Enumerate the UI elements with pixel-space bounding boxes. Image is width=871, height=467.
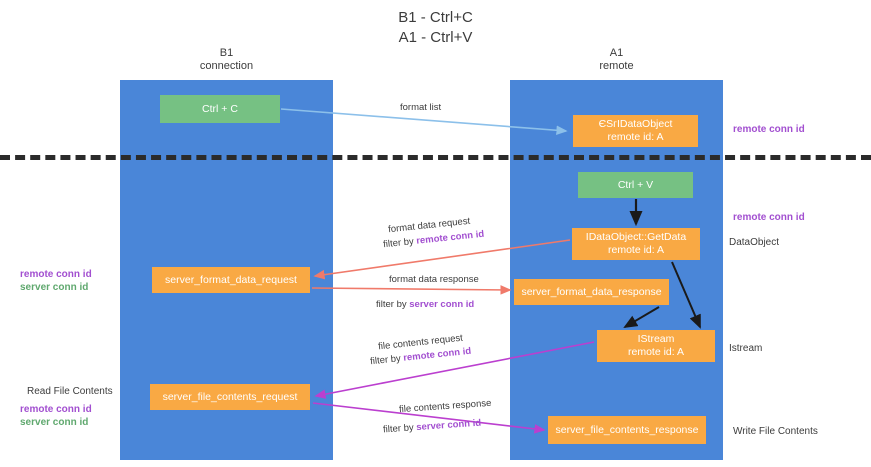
annotation-right-write-file-contents: Write File Contents: [733, 426, 818, 437]
edge-label-format-data-response: format data response: [389, 274, 479, 285]
node-idataobject-getdata[interactable]: IDataObject::GetData remote id: A: [572, 228, 700, 260]
node-fmt-req-label: server_format_data_request: [165, 273, 297, 286]
annotation-right-istream: Istream: [729, 343, 763, 354]
node-file-req-label: server_file_contents_request: [162, 390, 298, 403]
annotation-left-conn-ids: remote conn id server conn id: [20, 268, 92, 294]
annotation-right-remote-conn-id-mid: remote conn id: [733, 212, 805, 223]
annotation-left-server-conn-id-2: server conn id: [20, 417, 89, 428]
node-getdata-label: IDataObject::GetData: [585, 231, 687, 243]
edge-label-format-data-response-filter: filter by server conn id: [376, 298, 474, 311]
lane-header-left-name: B1: [219, 47, 234, 59]
annotation-left-read-file-contents: Read File Contents: [27, 386, 113, 397]
node-server-file-contents-response[interactable]: server_file_contents_response: [548, 416, 706, 444]
edge-label-format-list: format list: [400, 102, 442, 113]
node-istream[interactable]: IStream remote id: A: [597, 330, 715, 362]
node-getdata-sub: remote id: A: [607, 244, 665, 256]
filter-prefix: filter by: [382, 235, 417, 251]
title-line-1: B1 - Ctrl+C: [398, 9, 473, 26]
filter-key-server-conn-id: server conn id: [409, 299, 475, 310]
node-file-resp-label: server_file_contents_response: [555, 423, 699, 436]
node-ctrl-c-label: Ctrl + C: [202, 102, 238, 115]
edge-label-file-contents-response-filter: filter by server conn id: [383, 417, 482, 437]
annotation-right-dataobject: DataObject: [729, 237, 780, 248]
node-idataobject-sub: remote id: A: [607, 131, 664, 143]
annotation-left-remote-conn-id: remote conn id: [20, 269, 92, 280]
filter-prefix: filter by: [369, 352, 404, 368]
node-ctrl-v[interactable]: Ctrl + V: [578, 172, 693, 198]
lane-header-left: B1 connection: [120, 47, 333, 73]
lane-header-right: A1 remote: [510, 47, 723, 73]
page-title: B1 - Ctrl+C A1 - Ctrl+V: [0, 8, 871, 48]
lane-header-right-name: A1: [609, 47, 624, 59]
node-istream-sub: remote id: A: [627, 346, 685, 358]
edge-format-data-response: [311, 285, 512, 295]
edge-label-file-contents-response: file contents response: [398, 397, 492, 416]
node-server-format-data-response[interactable]: server_format_data_response: [514, 279, 669, 305]
node-idataobject[interactable]: ЄЅгIDataObject remote id: A: [573, 115, 698, 147]
node-server-format-data-request[interactable]: server_format_data_request: [152, 267, 310, 293]
title-line-2: A1 - Ctrl+V: [398, 29, 473, 46]
node-ctrl-c[interactable]: Ctrl + C: [160, 95, 280, 123]
node-fmt-resp-label: server_format_data_response: [521, 285, 662, 298]
filter-key-server-conn-id: server conn id: [415, 417, 482, 434]
annotation-left-remote-conn-id-2: remote conn id: [20, 404, 92, 415]
node-istream-label: IStream: [637, 333, 675, 345]
node-ctrl-v-label: Ctrl + V: [617, 178, 654, 191]
filter-prefix: filter by: [382, 422, 417, 436]
lane-header-left-role: connection: [199, 60, 254, 72]
annotation-right-remote-conn-id-top: remote conn id: [733, 124, 805, 135]
filter-prefix: filter by: [376, 299, 410, 310]
lane-header-right-role: remote: [599, 60, 634, 72]
phase-divider: [0, 155, 871, 160]
node-server-file-contents-request[interactable]: server_file_contents_request: [150, 384, 310, 410]
annotation-left-server-conn-id: server conn id: [20, 282, 89, 293]
node-idataobject-label: ЄЅгIDataObject: [598, 118, 673, 130]
annotation-left-conn-ids-2: remote conn id server conn id: [20, 403, 92, 429]
